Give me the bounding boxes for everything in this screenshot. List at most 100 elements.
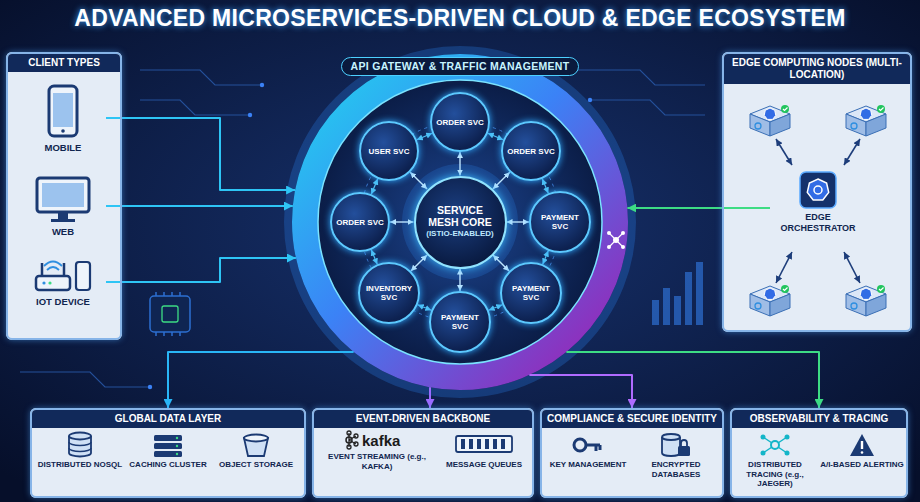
core-title: SERVICE MESH CORE bbox=[422, 205, 498, 228]
orchestration-link bbox=[776, 139, 792, 165]
item-label: EVENT STREAMING (e.g., KAFKA) bbox=[318, 452, 436, 471]
cache-server bbox=[154, 435, 182, 441]
circuit-dot bbox=[588, 98, 592, 102]
connector bbox=[106, 205, 293, 207]
server-led bbox=[176, 453, 178, 455]
core-glow bbox=[402, 164, 518, 280]
database-top bbox=[662, 434, 680, 440]
component-item: DISTRIBUTED TRACING (e.g., JAEGER) bbox=[732, 430, 818, 492]
circuit-trace bbox=[140, 100, 250, 115]
network-icon bbox=[621, 231, 625, 235]
circuit-dot bbox=[148, 385, 152, 389]
connector bbox=[106, 118, 295, 190]
alert-icon bbox=[850, 434, 874, 456]
kafka-logo bbox=[347, 445, 351, 449]
edge-node-icon bbox=[846, 105, 886, 136]
connector bbox=[418, 305, 432, 311]
network-icon bbox=[607, 231, 611, 235]
mesh-disc bbox=[318, 80, 602, 364]
chart-bar bbox=[696, 262, 703, 325]
panel-body bbox=[312, 408, 534, 498]
connector bbox=[627, 207, 770, 209]
gateway-ring: API GATEWAY & TRAFFIC MANAGEMENTUSER SVC… bbox=[290, 52, 630, 392]
service-label: PAYMENT SVC bbox=[536, 213, 584, 231]
chart-bar bbox=[652, 300, 659, 325]
chip-core bbox=[162, 306, 178, 322]
edge-node-icon bbox=[750, 285, 790, 316]
connector bbox=[489, 305, 503, 311]
phone-screen bbox=[53, 93, 73, 127]
cache-server bbox=[154, 443, 182, 449]
queue-icon bbox=[456, 436, 512, 452]
orchestration-link bbox=[844, 139, 860, 165]
group-panel: EDGE COMPUTING NODES (MULTI-LOCATION)EDG… bbox=[722, 52, 912, 332]
kafka-wordmark: kafka bbox=[318, 432, 436, 450]
chart-bar bbox=[663, 288, 670, 325]
device-icon bbox=[76, 262, 90, 290]
component-item: OBJECT STORAGE bbox=[212, 430, 300, 473]
circuit-dot bbox=[248, 113, 252, 117]
key-icon bbox=[574, 439, 586, 451]
alert-mark bbox=[861, 451, 864, 454]
service-circle: ORDER SVC bbox=[501, 121, 561, 181]
kafka-logo bbox=[346, 437, 352, 443]
service-label: PAYMENT SVC bbox=[507, 284, 555, 302]
component-item: CACHING CLUSTER bbox=[124, 430, 212, 473]
client-label: MOBILE bbox=[20, 142, 106, 153]
queue-slots bbox=[463, 439, 503, 449]
phone-button bbox=[61, 129, 65, 133]
panel-heading: EVENT-DRIVEN BACKBONE bbox=[314, 410, 532, 428]
panel-heading: EDGE COMPUTING NODES (MULTI-LOCATION) bbox=[724, 54, 910, 84]
service-label: ORDER SVC bbox=[436, 118, 484, 127]
item-label: CACHING CLUSTER bbox=[124, 460, 212, 470]
panel-heading: GLOBAL DATA LAYER bbox=[32, 410, 304, 428]
connector bbox=[371, 250, 377, 264]
connector bbox=[417, 133, 432, 139]
item-label: DISTRIBUTED TRACING (e.g., JAEGER) bbox=[732, 460, 818, 489]
component-item: MESSAGE QUEUES bbox=[440, 430, 528, 473]
monitor-stand bbox=[58, 213, 68, 219]
service-circle: ORDER SVC bbox=[330, 192, 390, 252]
component-item: kafkaEVENT STREAMING (e.g., KAFKA) bbox=[318, 430, 436, 474]
tracing-icon bbox=[785, 451, 790, 456]
gateway-ring bbox=[305, 67, 615, 377]
mesh-core: SERVICE MESH CORE(ISTIO-ENABLED) bbox=[414, 176, 507, 269]
router-led bbox=[48, 281, 51, 284]
diagram-title: ADVANCED MICROSERVICES-DRIVEN CLOUD & ED… bbox=[0, 0, 920, 32]
component-item: IOT DEVICE bbox=[20, 254, 106, 310]
panel-heading: OBSERVABILITY & TRACING bbox=[732, 410, 906, 428]
connector bbox=[371, 179, 377, 194]
connector bbox=[459, 152, 460, 176]
circuit-trace bbox=[20, 372, 150, 387]
item-label: KEY MANAGEMENT bbox=[544, 460, 632, 470]
service-circle: PAYMENT SVC bbox=[500, 262, 562, 324]
router-led bbox=[42, 281, 45, 284]
connector bbox=[542, 179, 548, 194]
bucket-rim bbox=[244, 435, 268, 442]
monitor-base bbox=[51, 219, 75, 222]
service-label: ORDER SVC bbox=[336, 218, 384, 227]
circuit-trace bbox=[590, 100, 705, 115]
network-icon bbox=[609, 233, 623, 247]
database-top bbox=[69, 433, 91, 440]
lock-shackle bbox=[681, 440, 687, 446]
chart-bar bbox=[685, 272, 692, 325]
service-label: USER SVC bbox=[369, 147, 410, 156]
service-circle: PAYMENT SVC bbox=[529, 191, 591, 253]
router-icon bbox=[36, 276, 70, 290]
orchestrator-icon bbox=[800, 172, 836, 208]
component-item: DISTRIBUTED NOSQL bbox=[36, 430, 124, 473]
lock-icon bbox=[678, 446, 690, 456]
item-label: A/I-BASED ALERTING bbox=[820, 460, 904, 470]
alert-mark bbox=[861, 441, 863, 449]
service-label: ORDER SVC bbox=[507, 147, 555, 156]
connector bbox=[429, 387, 431, 408]
component-item: A/I-BASED ALERTING bbox=[820, 430, 904, 473]
ring-glow bbox=[288, 50, 632, 394]
tracing-icon bbox=[763, 437, 787, 453]
component-item: MOBILE bbox=[20, 80, 106, 156]
tracing-icon bbox=[771, 441, 779, 449]
connector bbox=[390, 221, 414, 222]
